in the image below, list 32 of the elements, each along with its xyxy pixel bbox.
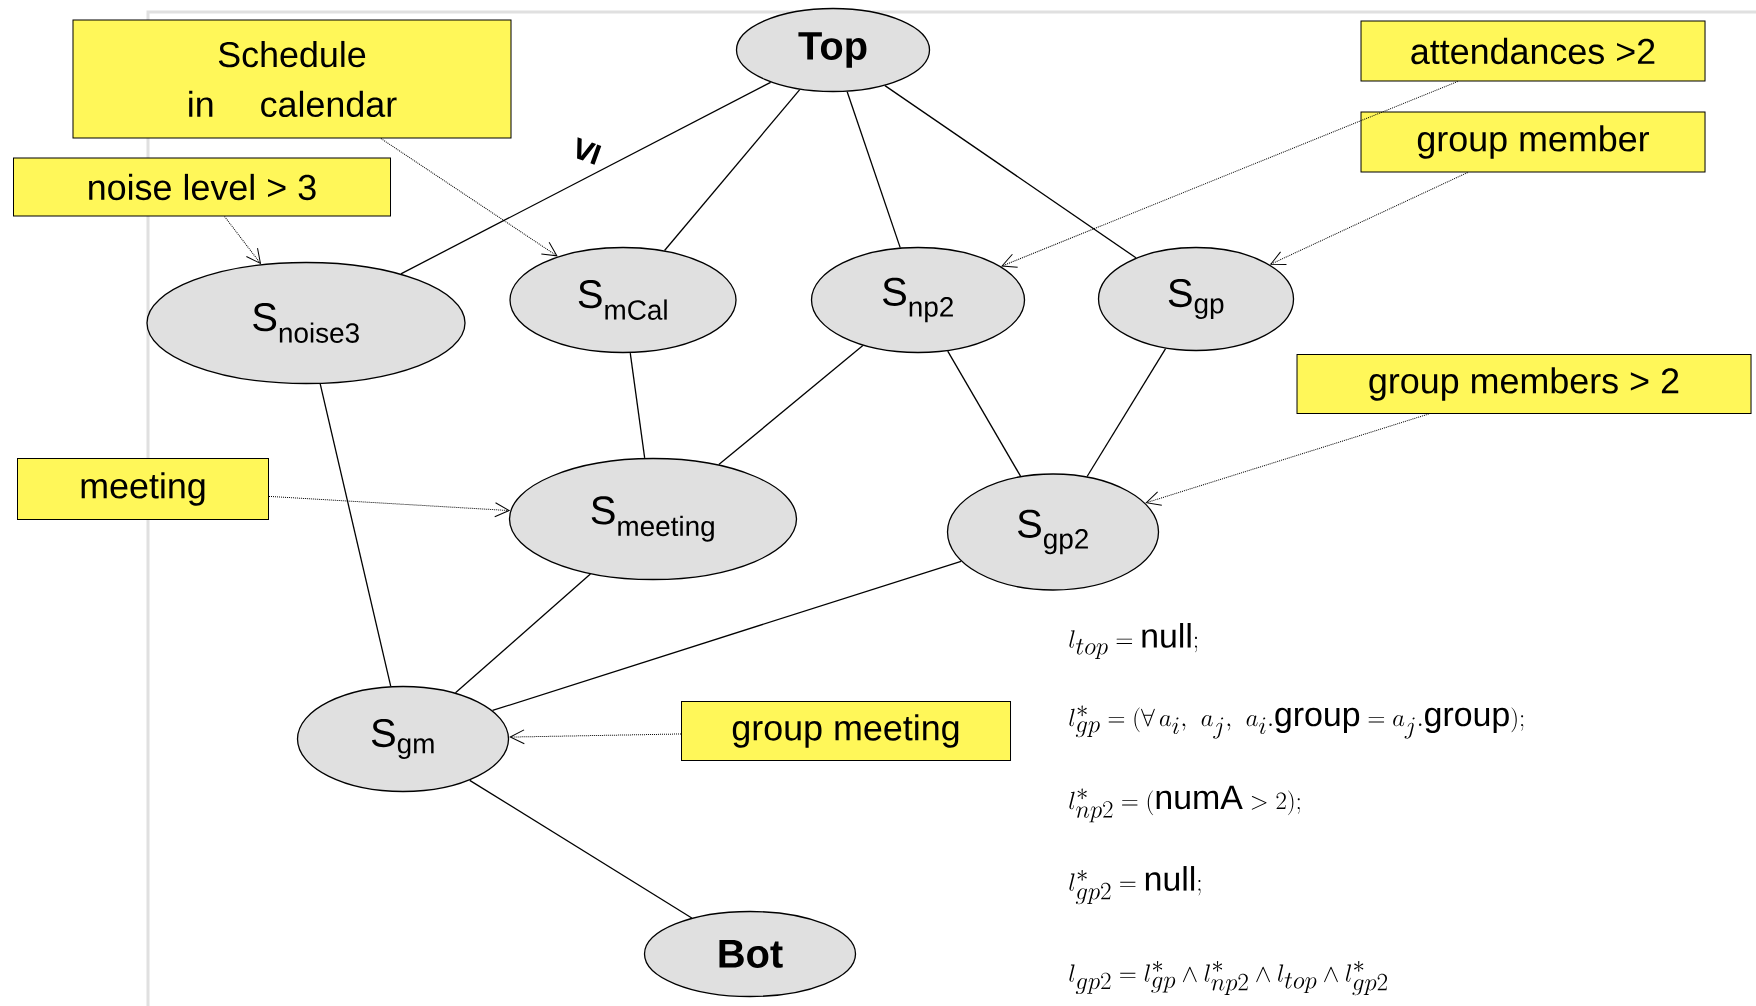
connector-line <box>663 88 801 252</box>
formula: $l^{*}_{gp} = (\forall\, a_{i},\ a_{j},\ a_{i}.\mathrm{group} = a_{j}.\mathrm{group});$ <box>1069 705 1524 739</box>
connector-line <box>629 352 646 459</box>
leader-line <box>380 138 558 257</box>
leader-line <box>268 495 510 518</box>
formula: $l_{top} = \mathrm{null};$ <box>1069 622 1198 660</box>
leader-line <box>1270 172 1469 266</box>
connector-line <box>491 560 962 712</box>
callout-box: group meeting <box>681 701 1011 761</box>
connector-line <box>469 779 693 919</box>
connector-line <box>947 350 1022 477</box>
callout-box: group member <box>1360 111 1706 173</box>
leader-line <box>1145 413 1430 506</box>
callout-box: attendances >2 <box>1360 20 1706 82</box>
order-symbol: ≤ <box>577 137 602 165</box>
callout-box: meeting <box>17 458 269 520</box>
callout-box: group members > 2 <box>1296 354 1752 414</box>
formula: $l_{gp2} = l^{*}_{gp} \wedge l^{*}_{np2} \wedge l_{top} \wedge l^{*}_{gp2}$ <box>1069 961 1387 996</box>
leader-line <box>509 729 682 745</box>
connector-line <box>319 383 392 687</box>
connector-line <box>846 91 901 249</box>
connector-line <box>718 344 864 466</box>
leader-line <box>1001 81 1459 268</box>
connector-line <box>454 573 592 694</box>
callout-box: Schedule in calendar <box>72 19 512 139</box>
formula: $l^{*}_{gp2} = \mathrm{null};$ <box>1069 866 1201 905</box>
connector-line <box>1086 347 1167 478</box>
formula: $l^{*}_{np2} = (\mathrm{numA} > 2);$ <box>1069 785 1300 823</box>
leader-line <box>224 216 261 264</box>
connector-line <box>400 81 772 275</box>
connector-line <box>884 84 1137 259</box>
callout-box: noise level > 3 <box>13 157 391 217</box>
